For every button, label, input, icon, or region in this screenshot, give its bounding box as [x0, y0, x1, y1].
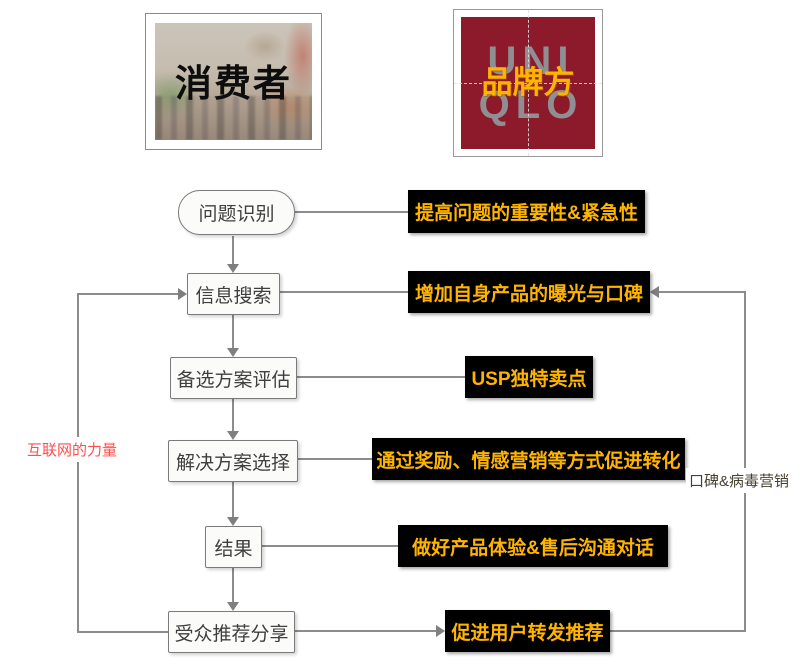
uniqlo-logo: UNI QLO 品牌方	[454, 10, 602, 156]
arrowhead-into-action2	[650, 286, 659, 298]
brand-label: 品牌方	[481, 64, 575, 100]
action-box-raise-importance: 提高问题的重要性&紧急性	[408, 190, 645, 233]
arrowhead-down-3	[227, 431, 239, 440]
arrowhead-down-2	[227, 348, 239, 357]
right-feedback-rail	[610, 291, 746, 632]
flow-node-alternative-evaluation: 备选方案评估	[170, 357, 297, 399]
action-box-promote-conversion: 通过奖励、情感营销等方式促进转化	[372, 438, 685, 480]
brand-logo-frame: UNI QLO 品牌方	[453, 9, 603, 157]
flow-node-problem-recognition: 问题识别	[178, 190, 295, 235]
arrowhead-into-step2	[178, 288, 187, 300]
action-box-encourage-sharing: 促进用户转发推荐	[445, 610, 610, 652]
flow-node-information-search: 信息搜索	[187, 273, 280, 315]
arrowhead-down-5	[227, 602, 239, 611]
vertical-guide-line	[528, 10, 529, 156]
arrowhead-down-4	[227, 517, 239, 526]
action-box-usp: USP独特卖点	[465, 356, 593, 398]
uniqlo-logo-top-text: UNI	[487, 39, 575, 83]
consumer-label: 消费者	[175, 63, 292, 105]
consumer-photo-frame: 消费者	[145, 13, 322, 150]
action-box-increase-exposure: 增加自身产品的曝光与口碑	[408, 271, 650, 313]
action-box-after-sales: 做好产品体验&售后沟通对话	[398, 525, 668, 567]
flow-node-audience-sharing: 受众推荐分享	[168, 611, 295, 653]
consumer-photo: 消费者	[155, 23, 312, 140]
left-feedback-rail	[77, 293, 178, 633]
arrowhead-into-action6	[436, 625, 445, 637]
flow-node-result: 结果	[205, 526, 262, 568]
right-loop-label: 口碑&病毒营销	[686, 468, 793, 493]
flow-node-solution-selection: 解决方案选择	[168, 440, 298, 482]
left-loop-label: 互联网的力量	[24, 437, 121, 462]
arrowhead-down-1	[227, 264, 239, 273]
